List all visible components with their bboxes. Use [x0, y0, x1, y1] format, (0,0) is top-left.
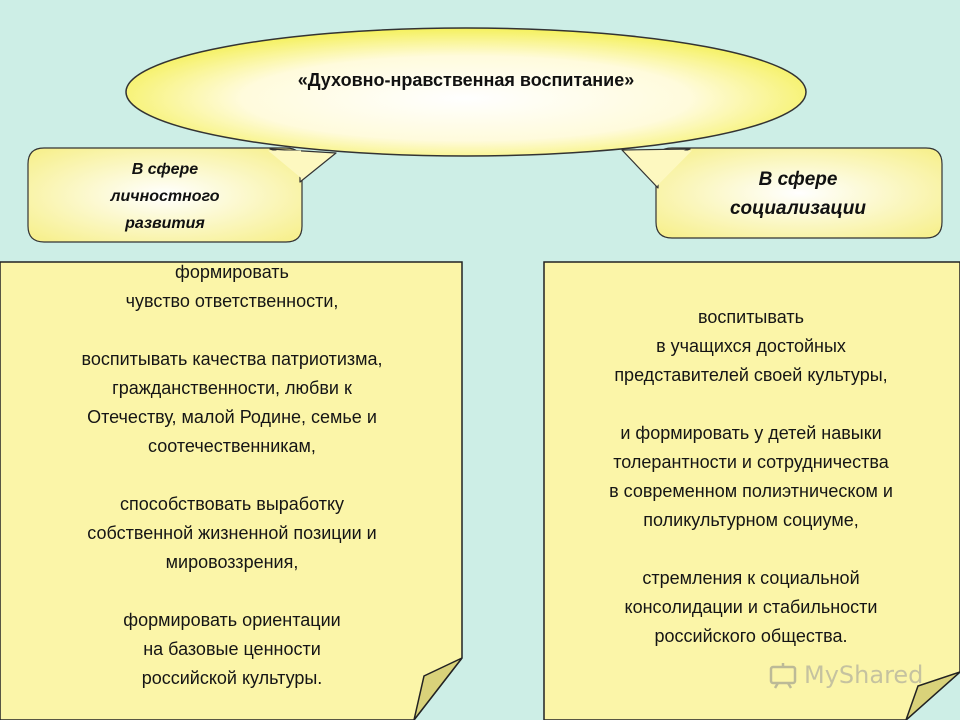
note-line: чувство ответственности, [125, 291, 339, 311]
note-line: стремления к социальной [642, 568, 860, 588]
left-note-paragraph: воспитывать качества патриотизма, гражда… [6, 345, 458, 461]
title-ellipse [125, 27, 807, 157]
note-line: Отечеству, малой Родине, семье и [87, 407, 377, 427]
right-callout-line: В сфере [758, 169, 838, 190]
note-line: в учащихся достойных [656, 336, 846, 356]
note-line: и формировать у детей навыки [620, 423, 882, 443]
right-note-paragraph: воспитывать в учащихся достойных предста… [548, 303, 954, 390]
left-note-paragraph: способствовать выработку собственной жиз… [6, 490, 458, 577]
right-callout-label: В сфере социализации [656, 150, 940, 238]
note-line: консолидации и стабильности [624, 597, 878, 617]
left-callout-shape [27, 147, 337, 243]
presentation-icon [769, 663, 797, 689]
left-note-text: формировать чувство ответственности, вос… [6, 258, 458, 693]
note-line: формировать ориентации [123, 610, 341, 630]
left-note-paragraph: формировать чувство ответственности, [6, 258, 458, 316]
right-callout-line: социализации [729, 198, 867, 219]
left-callout-line: развития [125, 214, 205, 232]
note-line: воспитывать качества патриотизма, [81, 349, 383, 369]
note-line: воспитывать [698, 307, 804, 327]
note-line: соотечественникам, [148, 436, 316, 456]
watermark: MyShared [768, 660, 923, 690]
note-line: российского общества. [654, 626, 848, 646]
note-line: на базовые ценности [143, 639, 321, 659]
note-line: российской культуры. [141, 668, 323, 688]
note-line: толерантности и сотрудничества [613, 452, 889, 472]
right-note-text: воспитывать в учащихся достойных предста… [548, 303, 954, 651]
left-note-paragraph: формировать ориентации на базовые ценнос… [6, 606, 458, 693]
watermark-text: MyShared [804, 661, 924, 689]
left-callout-line: В сфере [131, 160, 199, 178]
note-line: формировать [175, 262, 289, 282]
left-callout-line: личностного [110, 187, 220, 205]
right-note-shape [543, 261, 960, 720]
note-line: мировоззрения, [165, 552, 299, 572]
left-note-shape [0, 261, 463, 720]
right-callout-shape [621, 147, 943, 239]
note-line: гражданственности, любви к [112, 378, 352, 398]
note-line: в современном полиэтническом и [609, 481, 893, 501]
right-note-paragraph: и формировать у детей навыки толерантнос… [548, 419, 954, 535]
note-line: поликультурном социуме, [643, 510, 859, 530]
right-note-paragraph: стремления к социальной консолидации и с… [548, 564, 954, 651]
note-line: способствовать выработку [119, 494, 345, 514]
note-line: собственной жизненной позиции и [87, 523, 377, 543]
left-callout-label: В сфере личностного развития [28, 150, 302, 242]
diagram-title: «Духовно-нравственная воспитание» [297, 69, 635, 90]
note-line: представителей своей культуры, [614, 365, 888, 385]
